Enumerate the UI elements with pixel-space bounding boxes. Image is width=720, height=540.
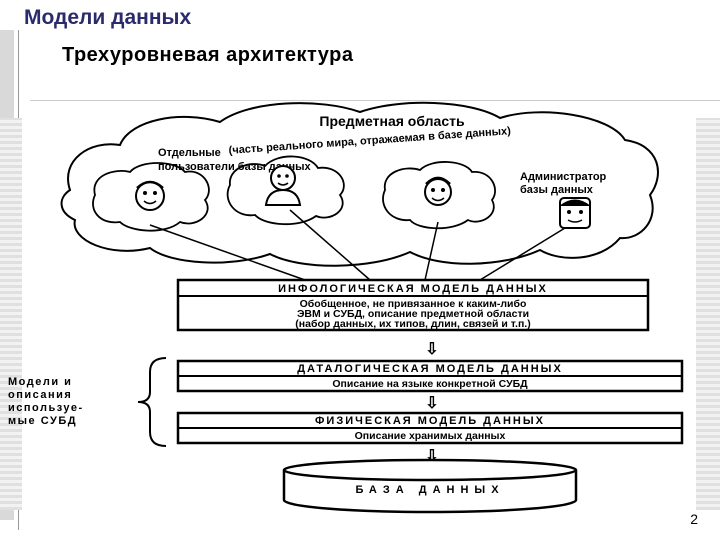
connector-user-3 [424,221,439,281]
side-note-line3: используе- [8,402,84,414]
grouping-brace [137,357,167,447]
infological-desc-line1: Обобщенное, не привязанное к каким-либо [300,298,527,310]
admin-face-icon [559,197,591,229]
connector-user-2 [289,209,371,281]
datalogical-title: ДАТАЛОГИЧЕСКАЯ МОДЕЛЬ ДАННЫХ [297,363,563,375]
side-note-line4: мые СУБД [8,415,77,427]
infological-desc-line2: ЭВМ и СУБД, описание предметной области [297,308,529,320]
connector-admin [479,227,566,281]
database-cylinder: БАЗА ДАННЫХ [282,458,578,514]
arrow-down-icon: ⇩ [425,395,438,412]
domain-title: Предметная область [319,113,465,129]
slide-title: Модели данных [24,6,192,29]
admin-label-line2: базы данных [520,184,594,196]
user-cloud-3 [382,161,496,230]
user-face-2-icon [264,165,302,206]
side-note-line1: Модели и [8,376,72,388]
datalogical-desc: Описание на языке конкретной СУБД [332,378,528,390]
domain-cloud [60,101,659,267]
side-note-line2: описания [8,389,72,401]
arrow-down-icon: ⇩ [425,341,438,358]
infological-desc-line3: (набор данных, их типов, длин, связей и … [295,318,530,330]
user-cloud-1 [92,162,210,232]
user-face-1-icon [135,180,165,211]
physical-model-box: ФИЗИЧЕСКАЯ МОДЕЛЬ ДАННЫХ Описание храним… [176,411,684,445]
page-number: 2 [690,511,698,527]
left-stripe-decor [0,118,22,510]
admin-label-line1: Администратор [520,171,607,183]
physical-desc: Описание хранимых данных [355,430,506,442]
user-face-3-icon [424,176,452,206]
right-stripe-decor [696,118,720,510]
datalogical-model-box: ДАТАЛОГИЧЕСКАЯ МОДЕЛЬ ДАННЫХ Описание на… [176,359,684,393]
physical-title: ФИЗИЧЕСКАЯ МОДЕЛЬ ДАННЫХ [315,415,545,427]
database-label: БАЗА ДАННЫХ [355,484,504,496]
slide-subtitle: Трехуровневая архитектура [62,44,354,66]
connector-user-1 [149,224,306,281]
infological-title: ИНФОЛОГИЧЕСКАЯ МОДЕЛЬ ДАННЫХ [278,283,548,295]
user-cloud-2 [226,155,345,226]
title-divider-line [30,100,720,101]
infological-model-box: ИНФОЛОГИЧЕСКАЯ МОДЕЛЬ ДАННЫХ Обобщенное,… [176,278,650,332]
domain-caption: (часть реального мира, отражаемая в базе… [228,125,511,157]
users-label-line1: Отдельные [158,147,221,159]
